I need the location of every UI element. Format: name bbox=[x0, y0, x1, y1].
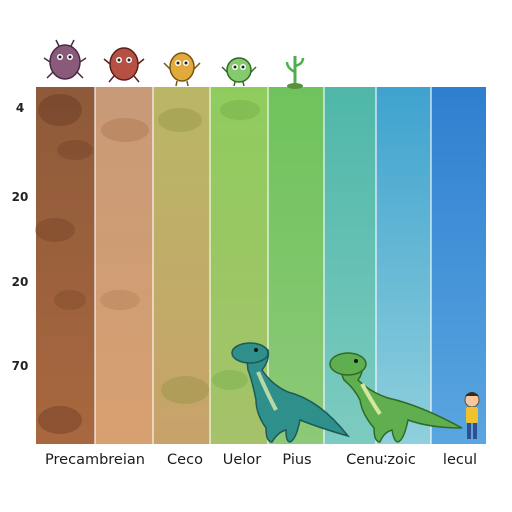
purple-microbe-icon bbox=[43, 39, 87, 80]
era-column-5 bbox=[268, 87, 324, 444]
rock-texture bbox=[35, 94, 260, 434]
era-column-1 bbox=[36, 87, 95, 444]
green-dinosaur-icon bbox=[329, 352, 463, 443]
orange-critter-icon bbox=[163, 52, 201, 87]
era-column-3 bbox=[153, 87, 210, 444]
y-label-4: 70 bbox=[12, 359, 29, 373]
era-label-lecul: lecul bbox=[442, 452, 478, 468]
era-column-2 bbox=[95, 87, 153, 444]
child-figure-icon bbox=[464, 392, 480, 439]
column-dividers bbox=[94, 87, 432, 444]
era-label-cenozoic: Cenu∶zoic bbox=[346, 452, 416, 468]
y-label-2: 20 bbox=[12, 190, 29, 204]
era-label-pius: Pius bbox=[282, 452, 312, 468]
era-label-ceco: Ceco bbox=[167, 452, 203, 468]
era-label-uelor: Uelor bbox=[222, 452, 262, 468]
red-microbe-icon bbox=[103, 47, 145, 83]
era-column-8 bbox=[431, 87, 486, 444]
sprout-plant-icon bbox=[285, 56, 305, 89]
y-label-1: 4 bbox=[16, 101, 24, 115]
era-column-7 bbox=[376, 87, 431, 444]
y-label-3: 20 bbox=[12, 275, 29, 289]
teal-dinosaur-icon bbox=[231, 342, 351, 443]
green-critter-icon bbox=[221, 57, 257, 87]
era-label-precambrian: Precambreian bbox=[45, 452, 145, 468]
